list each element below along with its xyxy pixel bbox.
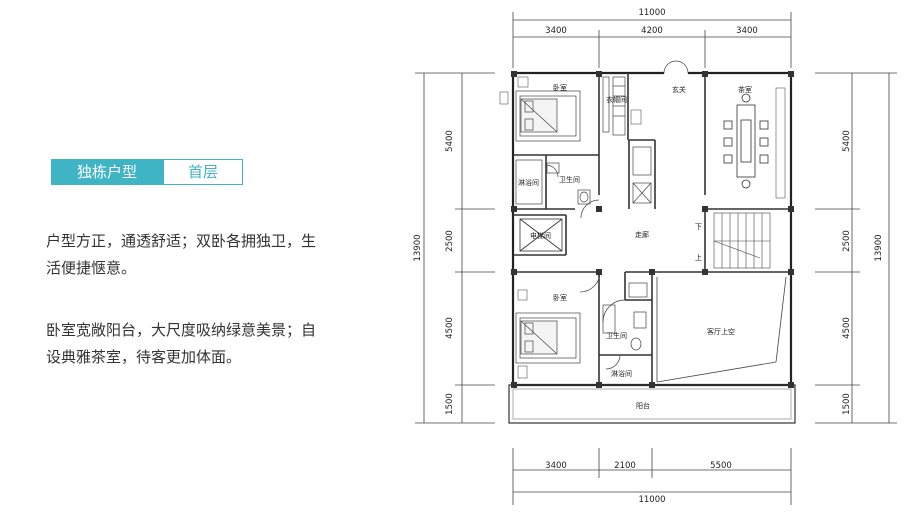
- bathroom-bottom: [602, 282, 648, 351]
- description-paragraph-1: 户型方正，通透舒适；双卧各拥独卫，生 活便捷惬意。: [46, 228, 346, 282]
- dimension-lines: [415, 12, 897, 505]
- room-corridor: 走廊: [635, 230, 649, 239]
- dim-top-2: 4200: [641, 26, 663, 36]
- room-balcony: 阳台: [636, 401, 650, 410]
- doors: [545, 60, 689, 370]
- dim-left-total: 13900: [413, 234, 423, 261]
- dim-top-3: 3400: [736, 26, 758, 36]
- dim-bottom-3: 5500: [710, 461, 732, 471]
- bathroom-top: [515, 159, 591, 205]
- room-tea: 茶室: [738, 85, 752, 94]
- room-shower-top: 淋浴间: [518, 178, 539, 187]
- dim-top-1: 3400: [545, 26, 567, 36]
- desc-line: 设典雅茶室，待客更加体面。: [46, 348, 242, 366]
- dim-left-3: 4500: [445, 317, 455, 339]
- desc-line: 卧室宽敞阳台，大尺度吸纳绿意美景；自: [46, 321, 317, 339]
- house-type-label: 独栋户型: [51, 159, 163, 185]
- dim-left-4: 1500: [445, 393, 455, 415]
- floor-tag: 独栋户型 首层: [51, 159, 243, 185]
- closet: [602, 76, 626, 136]
- room-closet: 衣帽间: [606, 95, 627, 104]
- dim-left-2: 2500: [445, 230, 455, 252]
- description-paragraph-2: 卧室宽敞阳台，大尺度吸纳绿意美景；自 设典雅茶室，待客更加体面。: [46, 317, 346, 371]
- dim-right-2: 2500: [842, 230, 852, 252]
- dim-left-1: 5400: [445, 130, 455, 152]
- stair-down-label: 下: [695, 223, 702, 231]
- desc-line: 活便捷惬意。: [46, 259, 137, 277]
- cabinet: [632, 146, 652, 204]
- elevator: [519, 218, 563, 252]
- balcony-outline: [508, 384, 796, 424]
- desc-line: 户型方正，通透舒适；双卧各拥独卫，生: [46, 232, 317, 250]
- dim-right-4: 1500: [842, 393, 852, 415]
- room-shower-bottom: 淋浴间: [611, 369, 632, 378]
- room-bedroom-top: 卧室: [553, 83, 567, 92]
- dim-right-total: 13900: [874, 234, 884, 261]
- room-wc-bottom: 卫生间: [606, 331, 627, 340]
- bed-bottom: [515, 312, 581, 364]
- room-bedroom-bottom: 卧室: [553, 293, 567, 302]
- dim-top-total: 11000: [638, 8, 665, 18]
- room-entry: 玄关: [672, 85, 686, 94]
- room-elevator: 电梯间: [530, 231, 551, 240]
- columns: [511, 71, 794, 388]
- bed-top: [515, 90, 581, 142]
- dim-right-1: 5400: [842, 130, 852, 152]
- floor-label: 首层: [163, 159, 243, 185]
- dim-bottom-total: 11000: [638, 495, 665, 505]
- room-wc-top: 卫生间: [559, 175, 580, 184]
- room-living-void: 客厅上空: [707, 327, 735, 336]
- dim-bottom-1: 3400: [545, 461, 567, 471]
- dim-right-3: 4500: [842, 317, 852, 339]
- dim-bottom-2: 2100: [614, 461, 636, 471]
- tea-table: [723, 93, 769, 189]
- staircase: [713, 212, 771, 269]
- stair-up-label: 上: [695, 253, 702, 262]
- living-void: [656, 276, 787, 383]
